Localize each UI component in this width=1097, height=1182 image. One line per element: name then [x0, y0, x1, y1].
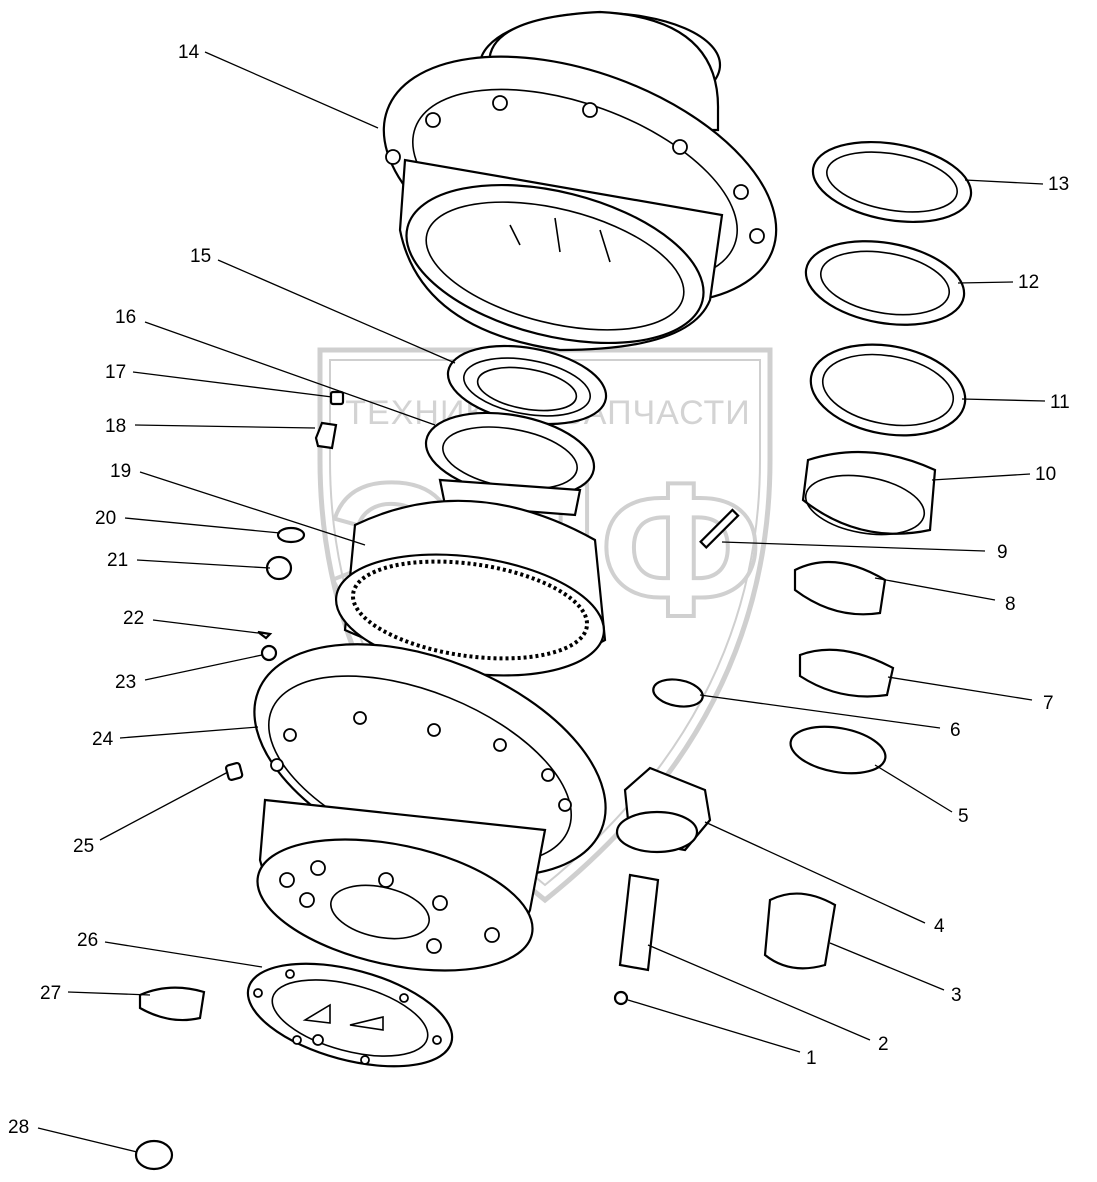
callout-13: 13	[1048, 174, 1069, 195]
callout-5: 5	[958, 806, 969, 827]
callout-12: 12	[1018, 272, 1039, 293]
callout-21: 21	[107, 550, 128, 571]
callout-3: 3	[951, 985, 962, 1006]
callout-23: 23	[115, 672, 136, 693]
callout-25: 25	[73, 836, 94, 857]
callout-7: 7	[1043, 693, 1054, 714]
callouts: 14 15 16 17 18 19 20 21 22 23 24 25 26 2…	[8, 42, 1070, 1153]
cover-part	[246, 962, 454, 1068]
callout-10: 10	[1035, 464, 1056, 485]
callout-14: 14	[178, 42, 200, 63]
bearing-15	[446, 344, 608, 426]
callout-20: 20	[95, 508, 116, 529]
callout-19: 19	[110, 461, 131, 482]
callout-28: 28	[8, 1117, 29, 1138]
callout-11: 11	[1050, 392, 1070, 413]
callout-18: 18	[105, 416, 126, 437]
callout-17: 17	[105, 362, 126, 383]
callout-4: 4	[934, 916, 945, 937]
callout-26: 26	[77, 930, 98, 951]
callout-8: 8	[1005, 594, 1016, 615]
housing-part	[382, 10, 778, 352]
callout-2: 2	[878, 1034, 889, 1055]
callout-22: 22	[123, 608, 144, 629]
small-parts-left	[134, 390, 345, 1171]
callout-24: 24	[92, 729, 114, 750]
carrier-part	[253, 643, 607, 972]
callout-9: 9	[997, 542, 1008, 563]
callout-6: 6	[950, 720, 961, 741]
callout-15: 15	[190, 246, 211, 267]
callout-16: 16	[115, 307, 136, 328]
callout-1: 1	[806, 1048, 817, 1069]
rings-right	[613, 140, 973, 1006]
callout-27: 27	[40, 983, 61, 1004]
